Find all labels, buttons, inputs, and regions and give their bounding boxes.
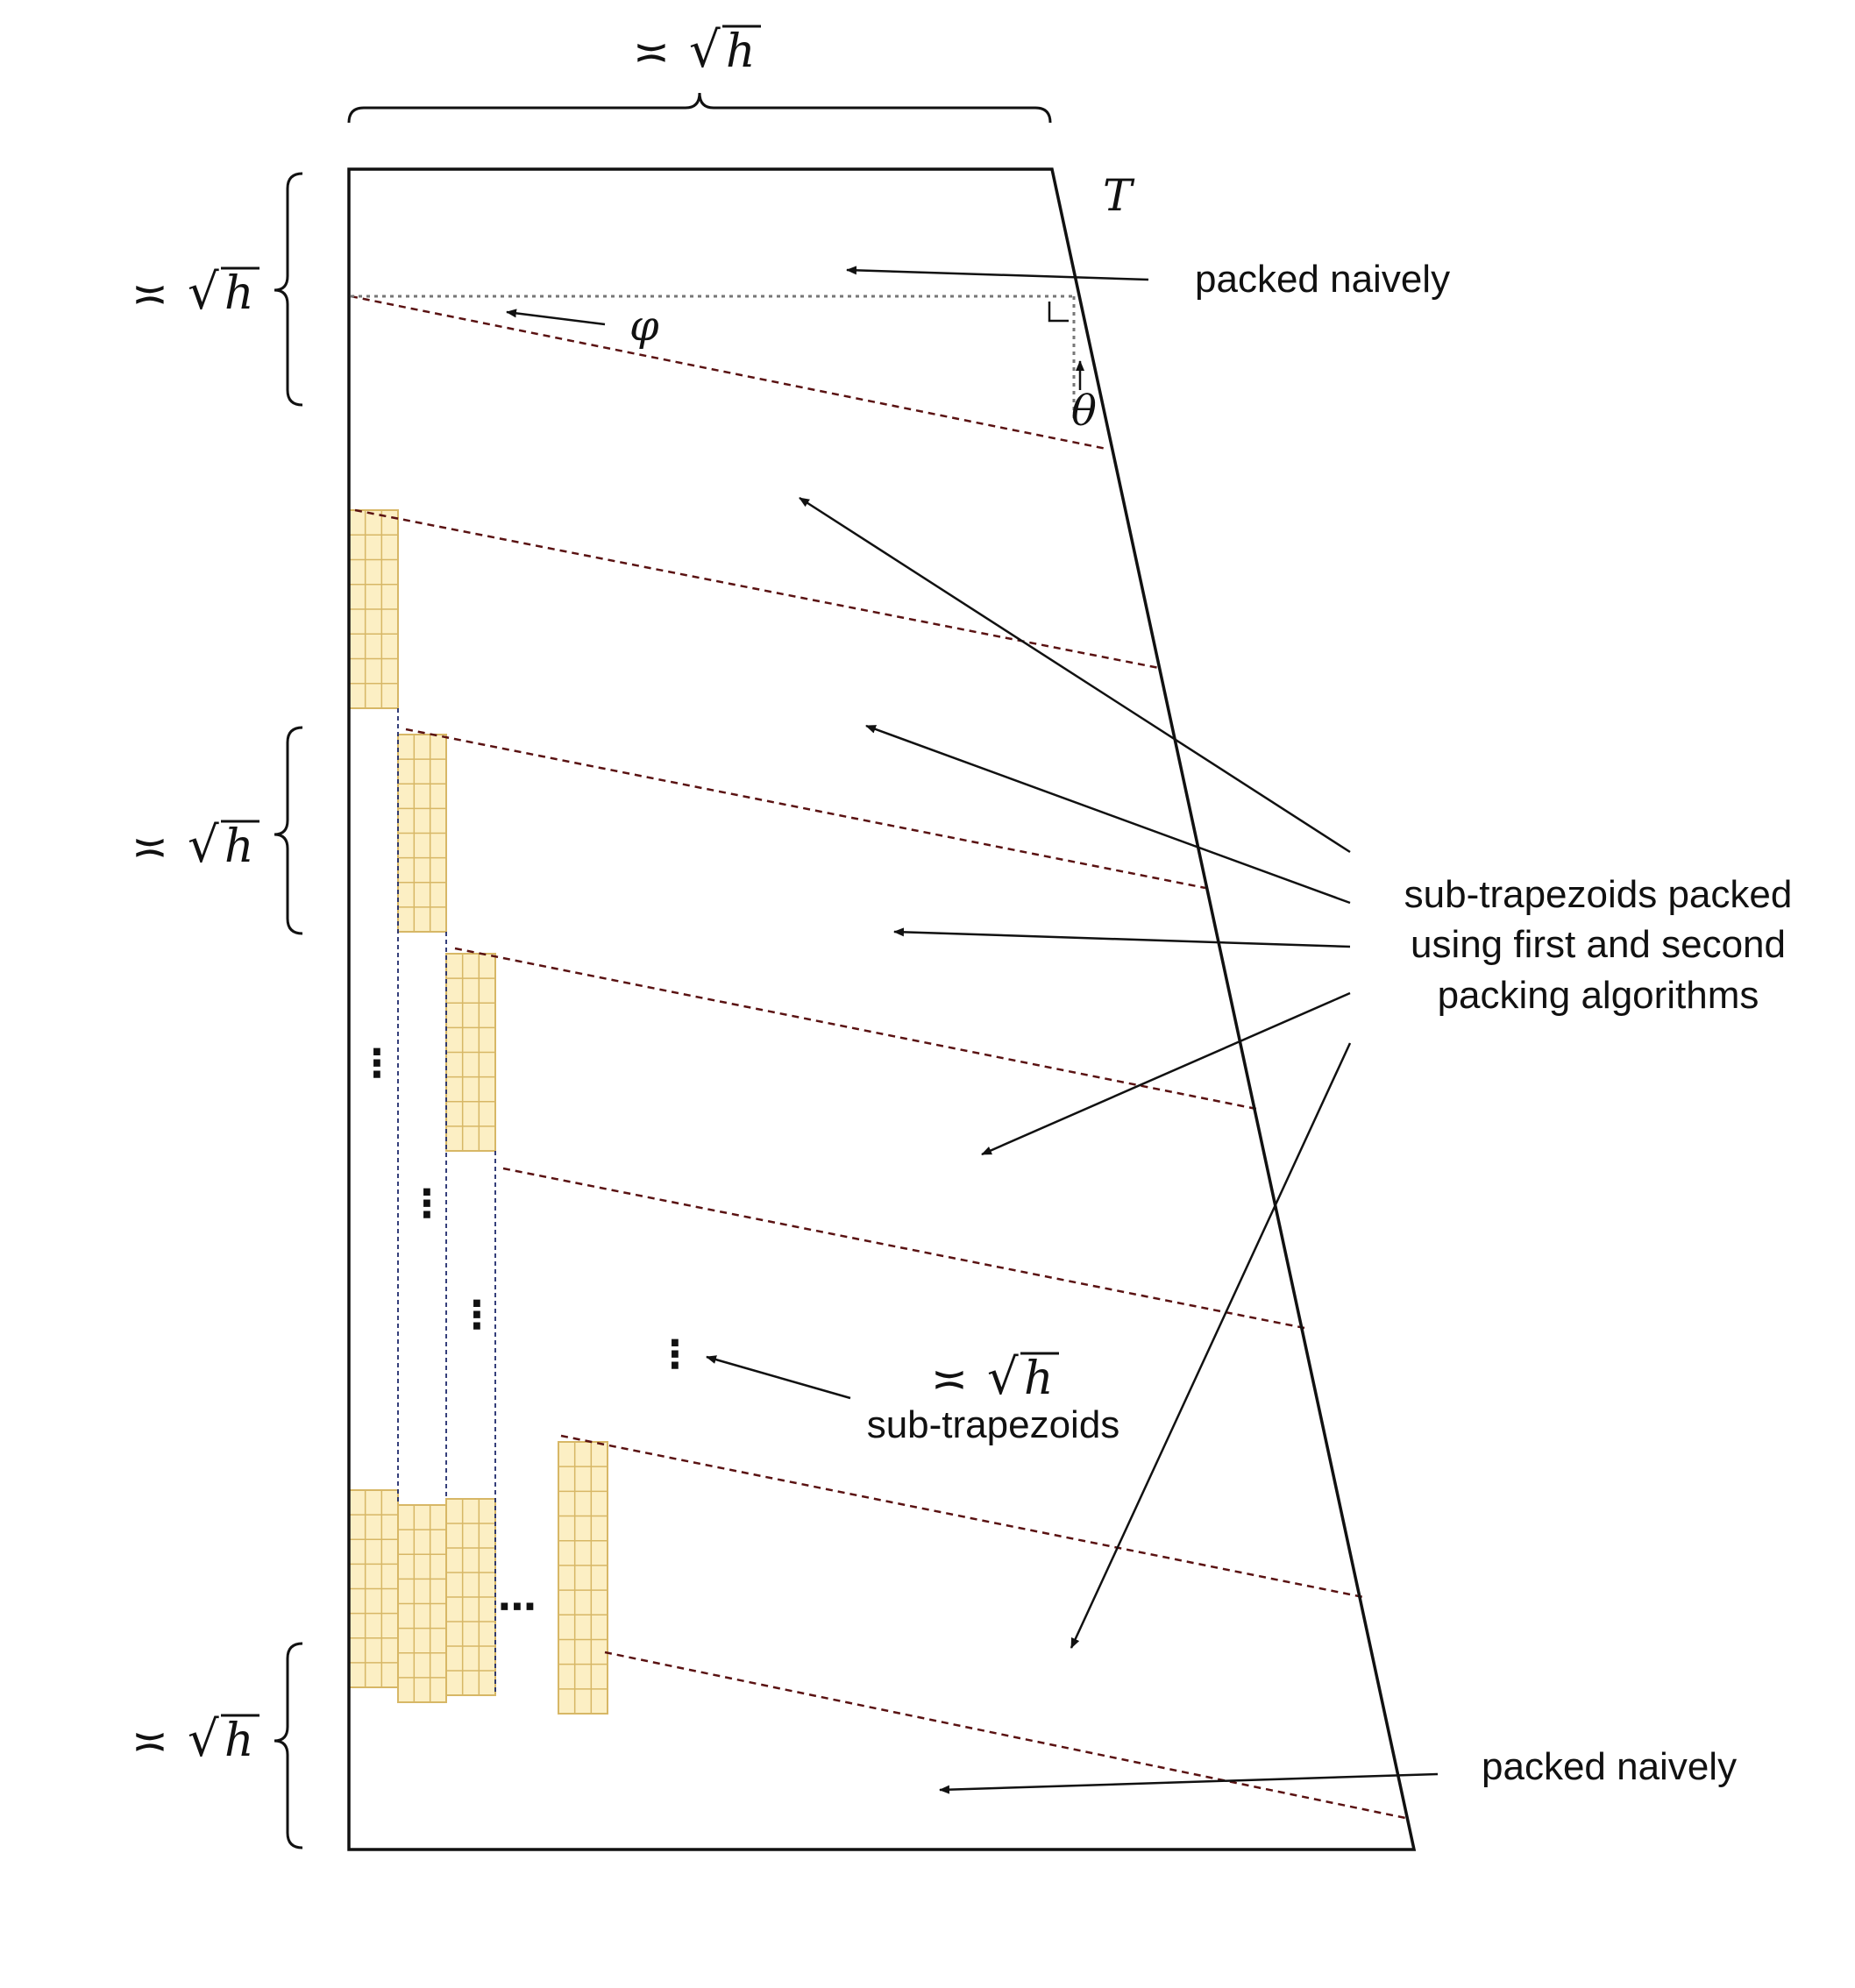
left-sqrt-label-middle: ≍ √ h [131,817,259,874]
arrow-sub-trap-3 [893,927,1351,948]
arrow-sub-trap-5 [1070,1042,1352,1649]
packed-block-6 [445,1498,496,1696]
svg-text:≍: ≍ [131,821,168,872]
svg-text:h: h [224,267,254,320]
packed-block-3 [445,953,496,1152]
sub-trapezoids-label-line3: packing algorithms [1438,974,1759,1017]
horizontal-dots: ⋯ [498,1585,537,1629]
sub-trapezoids-label-line1: sub-trapezoids packed [1404,873,1793,916]
count-sqrt-label: ≍ √ h [931,1349,1059,1406]
column-dividers [397,708,496,1695]
arrow-count [706,1355,851,1400]
right-angle-marker [1048,302,1069,323]
svg-text:≍: ≍ [633,26,670,77]
svg-text:≍: ≍ [131,268,168,319]
left-brace-middle [274,726,303,935]
packed-block-4 [348,1489,399,1688]
svg-text:h: h [1024,1353,1054,1405]
vertical-dots-2: ⋮ [408,1182,446,1226]
strip-divider-5 [502,1167,1305,1330]
arrow-phi [506,309,606,326]
arrow-sub-trap-4 [981,991,1351,1156]
left-sqrt-label-bottom: ≍ √ h [131,1711,259,1768]
packed-block-2 [397,734,447,933]
strip-divider-1 [350,295,1107,451]
left-brace-bottom [274,1642,303,1850]
packed-block-5 [397,1504,447,1703]
trapezoid-label: T [1103,170,1135,221]
trapezoid-outline [347,167,1417,1851]
left-sqrt-label-top: ≍ √ h [131,264,259,321]
sub-trapezoids-label-line2: using first and second [1411,923,1786,966]
vertical-dots-3: ⋮ [458,1293,496,1338]
packed-naively-top-label: packed naively [1195,258,1450,301]
packed-blocks [348,509,608,1715]
top-sqrt-label: ≍ √ h [633,22,761,79]
svg-text:≍: ≍ [131,1715,168,1766]
packed-block-1 [348,509,399,709]
arrow-sub-trap-1 [799,496,1351,854]
arrow-packed-naively-bottom [939,1772,1439,1794]
top-brace [347,92,1052,124]
svg-text:≍: ≍ [931,1353,968,1404]
svg-text:h: h [224,1715,254,1767]
arrow-packed-naively-top [846,266,1149,281]
svg-text:√: √ [987,1349,1019,1406]
strip-divider-7 [604,1651,1411,1821]
phi-label: φ [629,302,659,351]
arrow-sub-trap-2 [865,724,1351,905]
strip-divider-3 [405,728,1206,890]
strip-dividers [350,295,1411,1821]
vertical-dots-1: ⋮ [358,1041,396,1086]
svg-text:h: h [224,820,254,873]
svg-text:√: √ [188,817,219,874]
packed-naively-bottom-label: packed naively [1482,1745,1737,1788]
theta-label: θ [1071,387,1097,436]
svg-text:h: h [726,25,756,78]
left-brace-top [274,172,303,407]
svg-text:√: √ [188,264,219,321]
packed-block-7 [558,1441,608,1715]
svg-text:√: √ [689,22,721,79]
strip-divider-6 [560,1434,1364,1599]
strip-divider-4 [454,947,1257,1111]
sub-trapezoids-count-label: sub-trapezoids [867,1403,1120,1446]
vertical-dots-4: ⋮ [656,1332,694,1377]
strip-divider-2 [354,508,1160,670]
svg-text:√: √ [188,1711,219,1768]
